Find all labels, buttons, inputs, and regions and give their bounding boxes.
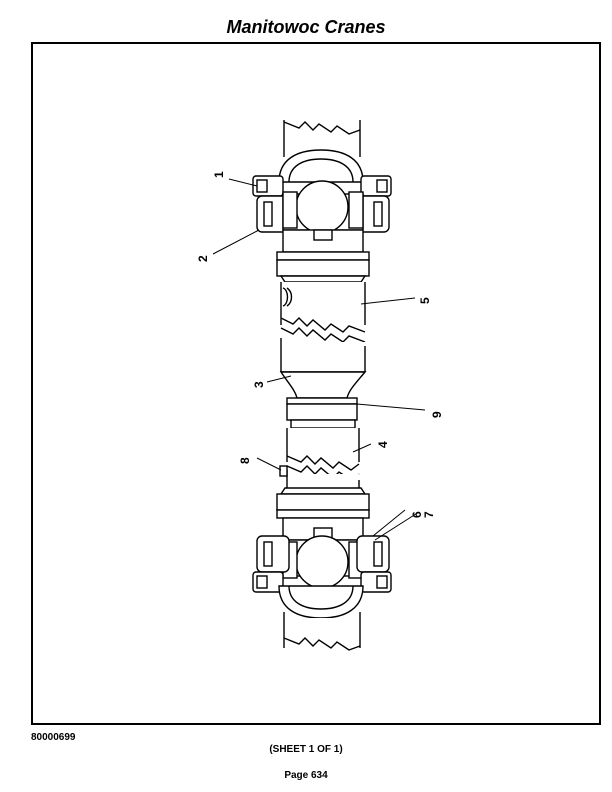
leader-5: [360, 297, 416, 305]
drive-shaft-drawing: 1 2 3 4 5 6 7 8 9: [196, 120, 444, 651]
callout-8: 8: [238, 457, 252, 464]
callout-9: 9: [430, 411, 444, 418]
callout-7: 7: [422, 511, 436, 518]
callout-4: 4: [376, 441, 390, 448]
lower-stub-shaft: [284, 618, 360, 650]
leader-6: [372, 509, 406, 537]
leader-2: [212, 229, 260, 255]
slip-tube: [281, 282, 365, 324]
sheet-label: (SHEET 1 OF 1): [269, 744, 343, 755]
upper-yoke: [278, 149, 364, 183]
leader-3: [266, 375, 292, 383]
drawing-number: 80000699: [31, 732, 76, 743]
break-line-lower: [286, 455, 360, 471]
break-line-top: [283, 121, 361, 135]
leader-4: [352, 443, 372, 453]
page-title: Manitowoc Cranes: [226, 17, 386, 37]
clamp-band: [286, 397, 358, 405]
break-line-upper: [280, 317, 366, 333]
callout-2: 2: [196, 255, 210, 262]
callout-5: 5: [418, 297, 432, 304]
leader-1: [228, 178, 258, 187]
callout-6: 6: [410, 511, 424, 518]
page-number: Page 634: [284, 770, 328, 781]
dust-boot: [279, 371, 367, 399]
break-line-bottom: [283, 637, 361, 651]
callout-1: 1: [212, 171, 226, 178]
lower-yoke: [278, 585, 364, 619]
drawing-frame: [31, 42, 601, 725]
callout-3: 3: [252, 381, 266, 388]
grease-fitting: [279, 465, 288, 477]
leader-8: [256, 457, 282, 471]
main-tube: [287, 428, 359, 458]
leader-9: [356, 403, 426, 411]
leader-7: [374, 511, 420, 541]
upper-stub-shaft: [284, 120, 360, 150]
